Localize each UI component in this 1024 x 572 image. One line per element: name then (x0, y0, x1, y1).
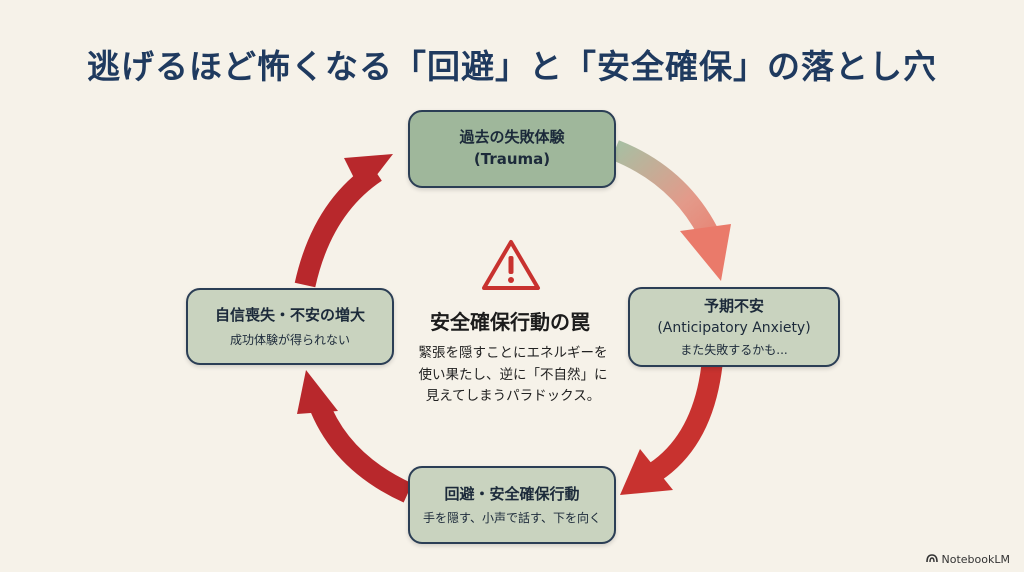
center-line-1: 緊張を隠すことにエネルギーを (418, 345, 608, 361)
center-description: 緊張を隠すことにエネルギーを 使い果たし、逆に「不自然」に 見えてしまうパラドッ… (403, 343, 623, 408)
node-anxiety-english: (Anticipatory Anxiety) (657, 320, 811, 337)
center-title: 安全確保行動の罠 (430, 310, 590, 334)
arrowhead-left-to-top (344, 154, 393, 194)
arrowhead-top-to-right (680, 224, 731, 281)
node-past-failure: 過去の失敗体験 (Trauma) (408, 110, 616, 188)
node-past-failure-title: 過去の失敗体験 (459, 128, 565, 147)
page-title: 逃げるほど怖くなる「回避」と「安全確保」の落とし穴 (87, 47, 937, 86)
node-past-failure-subtitle: (Trauma) (473, 150, 551, 168)
arrowhead-right-to-bottom (620, 449, 673, 495)
center-line-2: 使い果たし、逆に「不自然」に (418, 366, 608, 383)
arrow-right-to-bottom (648, 363, 723, 481)
footer-brand: NotebookLM (925, 553, 1010, 566)
node-confidence-note: 成功体験が得られない (229, 332, 350, 347)
center-line-3: 見えてしまうパラドックス。 (425, 388, 601, 405)
node-avoidance-note: 手を隠す、小声で話す、下を向く (422, 511, 602, 526)
node-anxiety-note: また失敗するかも... (680, 342, 788, 357)
arrow-bottom-to-left (308, 398, 413, 503)
node-avoidance-behavior: 回避・安全確保行動 手を隠す、小声で話す、下を向く (408, 466, 616, 544)
arrow-top-to-right (610, 140, 718, 238)
node-anticipatory-anxiety: 予期不安 (Anticipatory Anxiety) また失敗するかも... (628, 287, 840, 367)
node-anxiety-title: 予期不安 (703, 297, 764, 316)
footer-brand-label: NotebookLM (941, 553, 1010, 566)
node-confidence-loss: 自信喪失・不安の増大 成功体験が得られない (186, 288, 394, 365)
node-avoidance-title: 回避・安全確保行動 (444, 484, 580, 503)
node-confidence-title: 自信喪失・不安の増大 (214, 306, 365, 325)
arrowhead-bottom-to-left (297, 370, 338, 414)
notebooklm-logo-icon (925, 553, 938, 566)
warning-icon (480, 238, 542, 296)
